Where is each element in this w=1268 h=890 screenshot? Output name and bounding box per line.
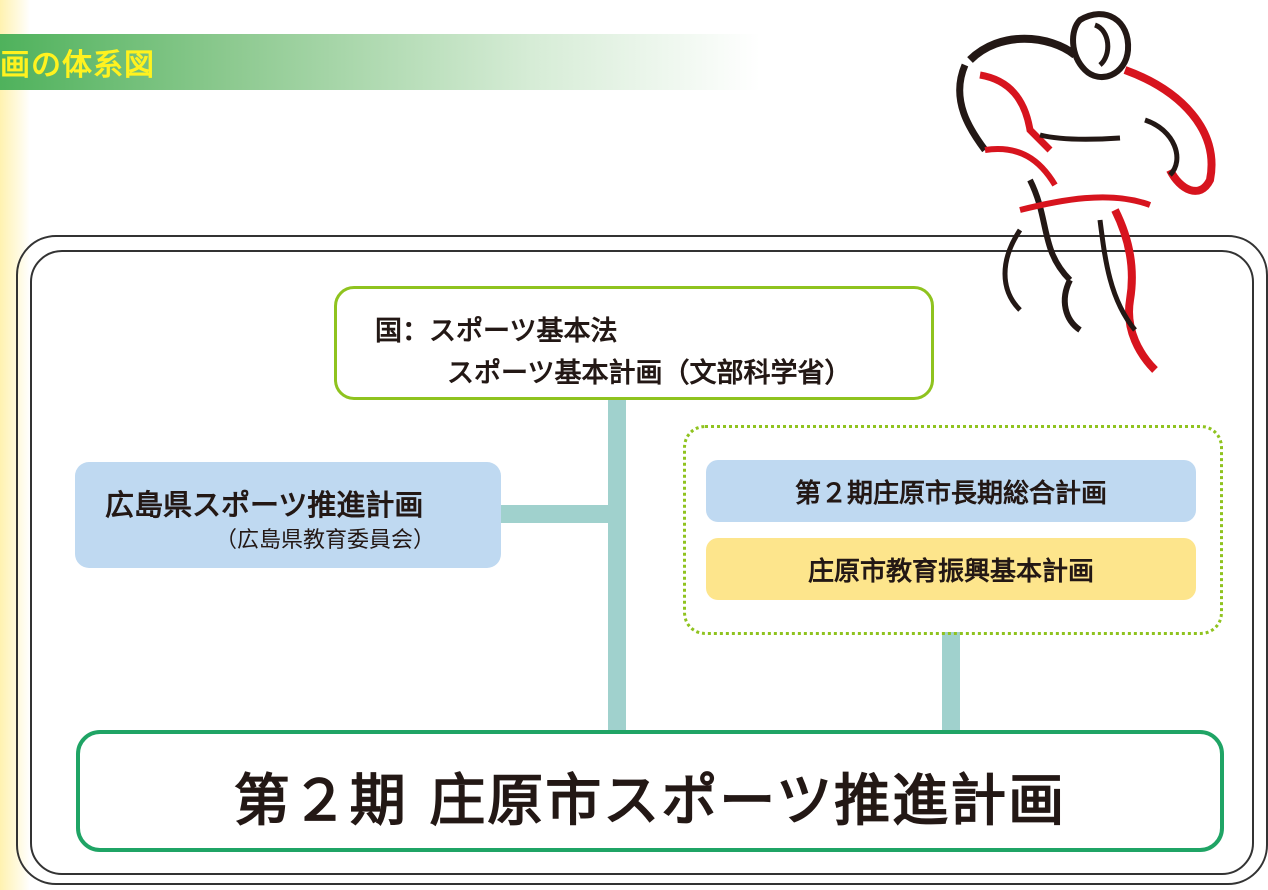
national-plan-label: スポーツ基本計画（文部科学省） [447, 358, 852, 389]
national-plan-box: 国：スポーツ基本法 スポーツ基本計画（文部科学省） [334, 286, 934, 400]
education-plan-box: 庄原市教育振興基本計画 [706, 538, 1196, 600]
runner-illustration-icon [956, 11, 1216, 373]
city-plans-group [683, 425, 1223, 635]
prefecture-plan-box: 広島県スポーツ推進計画 （広島県教育委員会） [75, 462, 501, 568]
prefecture-plan-title: 広島県スポーツ推進計画 [105, 488, 424, 522]
prefecture-plan-owner: （広島県教育委員会） [215, 528, 436, 553]
section-heading: 画の体系図 [0, 48, 155, 83]
city-master-plan-box: 第２期庄原市長期総合計画 [706, 460, 1196, 522]
connector-national-main [608, 400, 626, 732]
connector-city-main [942, 632, 960, 732]
diagram-frame-outer [16, 235, 1268, 885]
page-edge-strip [0, 0, 30, 890]
national-law-label: 国：スポーツ基本法 [375, 316, 618, 347]
diagram-frame-inner [30, 250, 1254, 875]
heading-band [0, 34, 760, 90]
connector-prefecture [501, 505, 626, 523]
city-master-plan-label: 第２期庄原市長期総合計画 [794, 479, 1107, 509]
education-plan-label: 庄原市教育振興基本計画 [807, 557, 1094, 587]
main-plan-title: 第２期 庄原市スポーツ推進計画 [233, 769, 1067, 834]
main-plan-box: 第２期 庄原市スポーツ推進計画 [76, 730, 1224, 852]
